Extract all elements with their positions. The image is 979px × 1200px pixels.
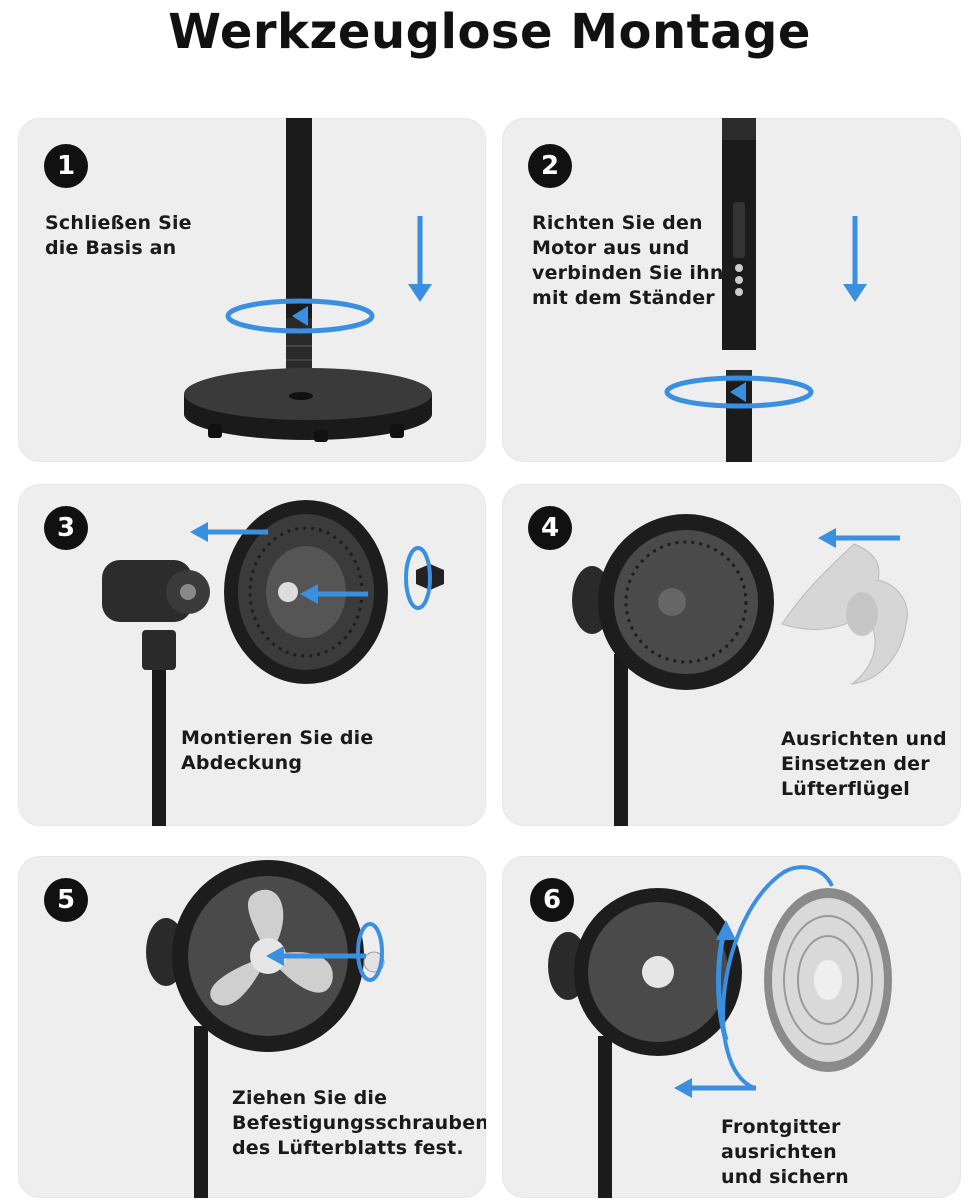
step-caption: Ausrichten und Einsetzen der Lüfterflüge… <box>781 728 947 800</box>
arrow-left-icon <box>190 522 268 542</box>
step-1-panel: 1 Schließen Sie die Basis an <box>18 118 486 462</box>
step-6-panel: 6 Frontgitter ausrichten und sichern <box>502 856 961 1198</box>
step-3-panel: 3 Montieren Sie die Abdeckung <box>18 484 486 826</box>
fan-blade-illustration <box>572 514 908 826</box>
rotate-arrow-icon <box>664 375 814 409</box>
step-caption: Montieren Sie die Abdeckung <box>181 727 374 774</box>
arrow-left-icon <box>266 946 366 966</box>
arrow-down-icon <box>843 216 867 302</box>
arrow-left-icon <box>818 528 900 548</box>
step-5-panel: 5 Ziehen Sie die Befestigungsschrauben d… <box>18 856 486 1198</box>
step-number-badge: 2 <box>528 144 572 188</box>
motor-pole-illustration <box>722 118 756 462</box>
step-caption: Richten Sie den Motor aus und verbinden … <box>532 212 724 309</box>
step-number-badge: 4 <box>528 506 572 550</box>
step-caption: Ziehen Sie die Befestigungsschrauben des… <box>232 1087 486 1159</box>
rotate-arrow-icon <box>356 922 384 982</box>
step-number-badge: 5 <box>44 878 88 922</box>
step-number-badge: 1 <box>44 144 88 188</box>
stand-base-illustration <box>184 118 432 442</box>
step-caption: Frontgitter ausrichten und sichern <box>721 1116 849 1188</box>
arrow-up-icon <box>716 865 834 1090</box>
step-4-panel: 4 Ausrichten und Einsetzen der Lüfterflü… <box>502 484 961 826</box>
step-2-panel: 2 Richten Sie den Motor aus und verbinde… <box>502 118 961 462</box>
rotate-arrow-icon <box>404 546 432 610</box>
step-caption: Schließen Sie die Basis an <box>45 212 192 259</box>
step-number-badge: 6 <box>530 878 574 922</box>
step-number-badge: 3 <box>44 506 88 550</box>
arrow-left-icon <box>674 1078 756 1098</box>
arrow-down-icon <box>408 216 432 302</box>
arrow-left-icon <box>300 584 368 604</box>
front-grille-illustration <box>548 888 892 1198</box>
rotate-arrow-icon <box>225 298 375 334</box>
page-title: Werkzeuglose Montage <box>168 4 811 60</box>
